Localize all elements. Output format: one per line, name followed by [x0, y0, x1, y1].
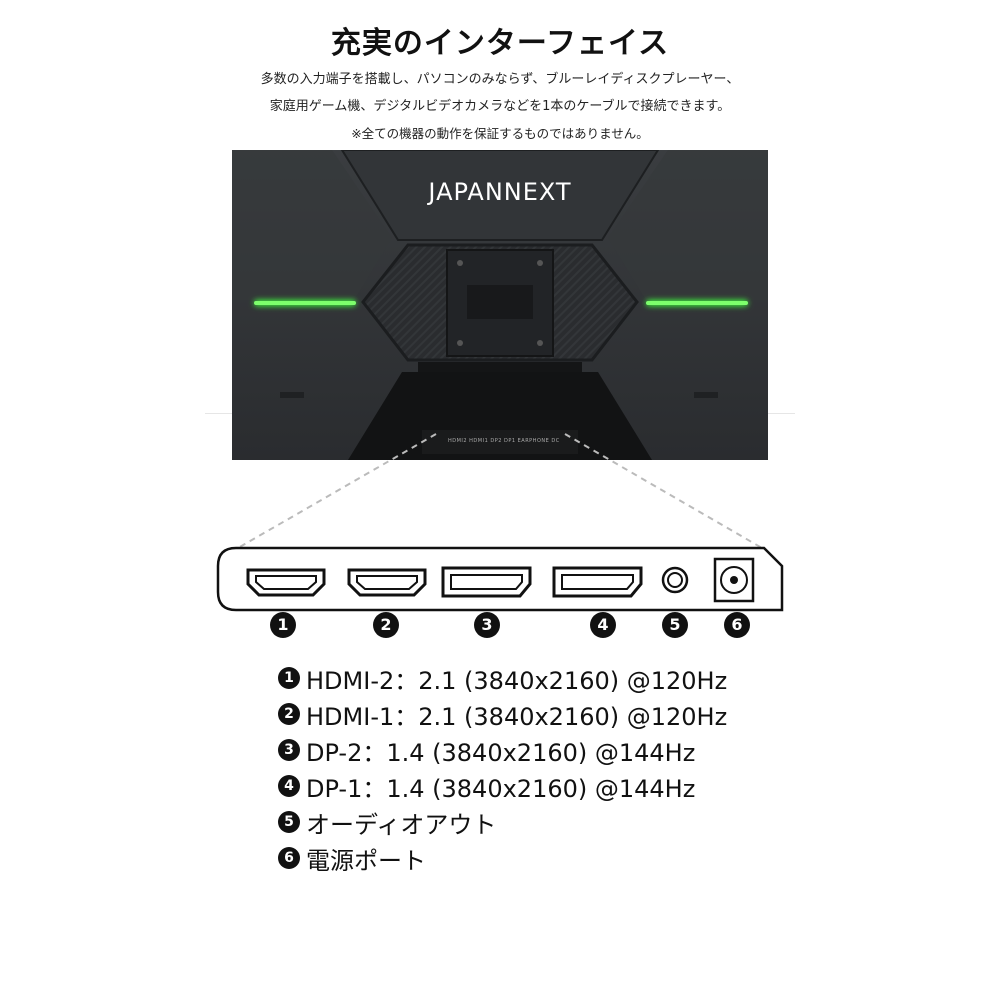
port-number-3: 3: [474, 612, 500, 638]
spec-number-badge: 2: [278, 703, 300, 725]
spec-number-badge: 5: [278, 811, 300, 833]
spec-number-badge: 6: [278, 847, 300, 869]
spec-text: オーディオアウト: [306, 810, 497, 839]
brand-logo: JAPANNEXT: [428, 178, 572, 206]
spec-number-badge: 4: [278, 775, 300, 797]
port-number-1: 1: [270, 612, 296, 638]
page-title: 充実のインターフェイス: [330, 26, 670, 61]
spec-item-audio-out: 5 オーディオアウト: [278, 804, 727, 840]
spec-text: DP-1：1.4 (3840x2160) @144Hz: [306, 774, 696, 803]
port-number-2: 2: [373, 612, 399, 638]
spec-text: 電源ポート: [306, 846, 426, 875]
hdmi-port-icon: [246, 568, 326, 597]
port-number-5: 5: [662, 612, 688, 638]
port-panel-diagram: [216, 433, 784, 612]
port-number-4: 4: [590, 612, 616, 638]
spec-text: HDMI-1：2.1 (3840x2160) @120Hz: [306, 702, 728, 731]
port-number-6: 6: [724, 612, 750, 638]
rear-port-labels: HDMI2 HDMI1 DP2 DP1 EARPHONE DC: [448, 438, 560, 444]
spec-number-badge: 1: [278, 667, 300, 689]
audio-jack-icon: [661, 566, 689, 594]
displayport-icon: [441, 566, 532, 598]
monitor-rear-illustration: [232, 149, 768, 460]
spec-text: DP-2：1.4 (3840x2160) @144Hz: [306, 738, 696, 767]
hdmi-port-icon: [347, 568, 427, 597]
description-line-2: 家庭用ゲーム機、デジタルビデオカメラなどを1本のケーブルで接続できます。: [269, 99, 731, 114]
spec-item-hdmi-2: 1 HDMI-2：2.1 (3840x2160) @120Hz: [278, 660, 727, 696]
spec-item-dp-1: 4 DP-1：1.4 (3840x2160) @144Hz: [278, 768, 727, 804]
leader-line-right: [564, 433, 763, 549]
port-spec-list: 1 HDMI-2：2.1 (3840x2160) @120Hz 2 HDMI-1…: [278, 660, 727, 876]
spec-text: HDMI-2：2.1 (3840x2160) @120Hz: [306, 666, 728, 695]
displayport-icon: [552, 566, 643, 598]
spec-number-badge: 3: [278, 739, 300, 761]
monitor-rear-image: JAPANNEXT: [232, 149, 768, 460]
spec-item-power-port: 6 電源ポート: [278, 840, 727, 876]
dc-power-icon: [713, 557, 755, 603]
leader-line-left: [237, 433, 437, 549]
spec-item-hdmi-1: 2 HDMI-1：2.1 (3840x2160) @120Hz: [278, 696, 727, 732]
description-line-1: 多数の入力端子を搭載し、パソコンのみならず、ブルーレイディスクプレーヤー、: [260, 72, 740, 87]
spec-item-dp-2: 3 DP-2：1.4 (3840x2160) @144Hz: [278, 732, 727, 768]
disclaimer-note: ※全ての機器の動作を保証するものではありません。: [351, 126, 649, 141]
